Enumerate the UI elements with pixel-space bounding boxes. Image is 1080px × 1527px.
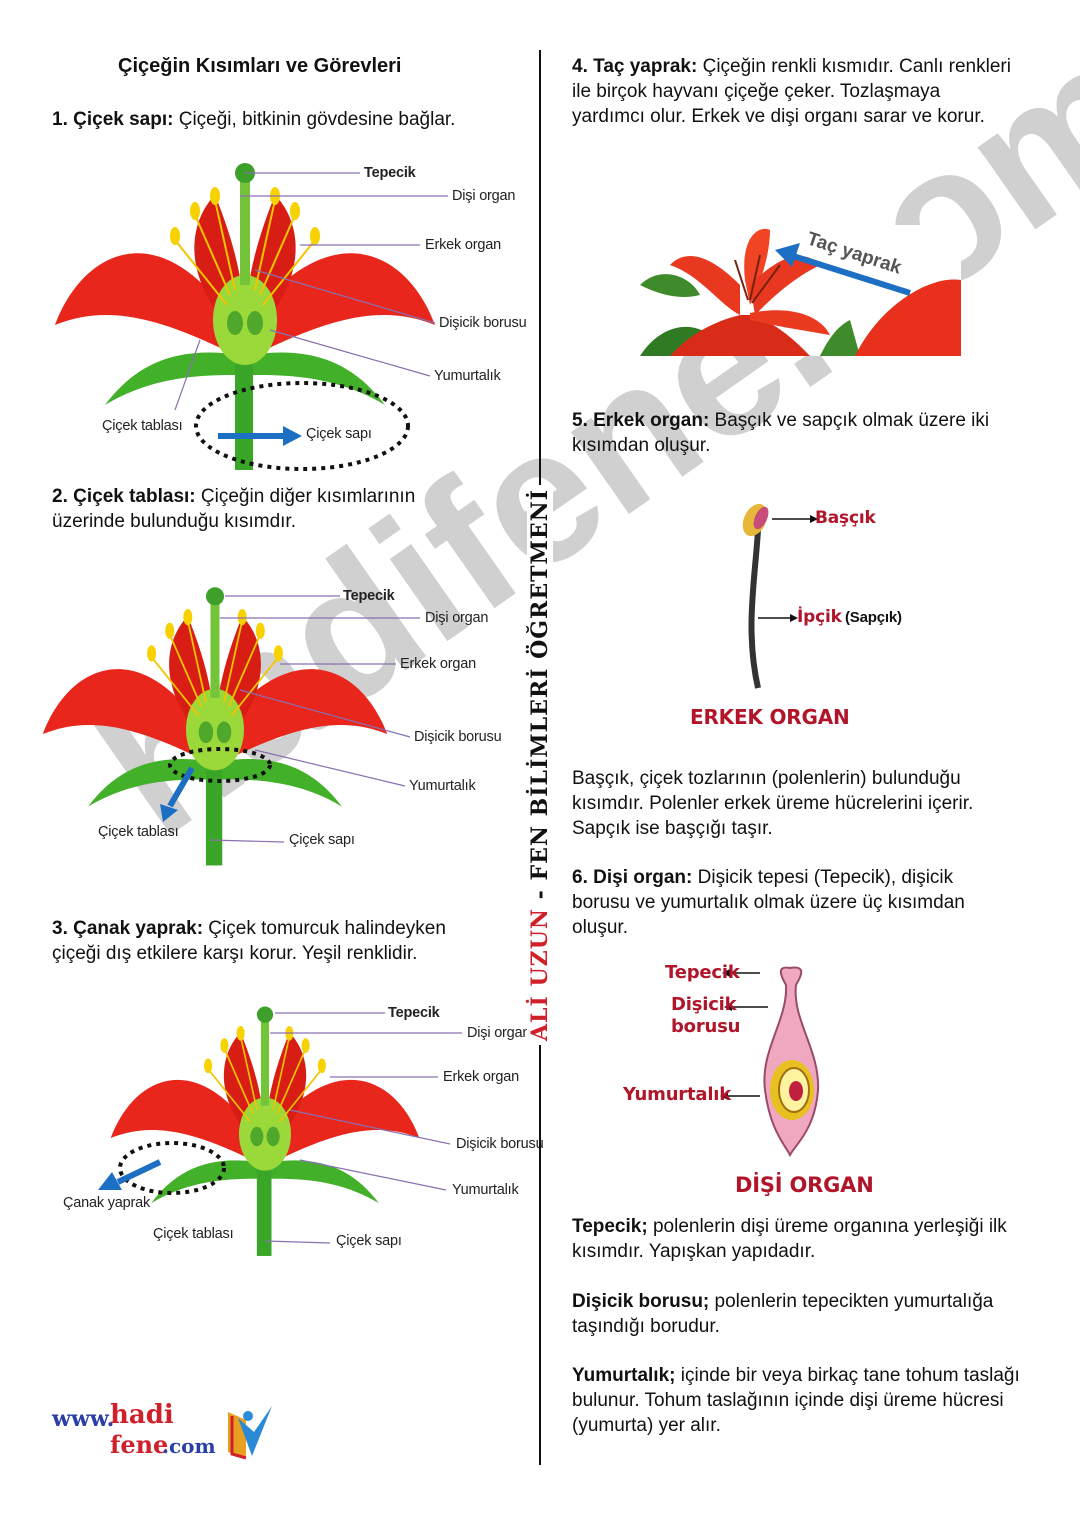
section-tac-yaprak: 4. Taç yaprak: Çiçeğin renkli kısmıdır. … (572, 54, 1012, 129)
definition: içinde bir veya birkaç tane tohum taslağ… (572, 1365, 1020, 1436)
highlight-circle (118, 1141, 226, 1195)
label-yumurtalik: Yumurtalık (452, 1182, 519, 1198)
bascik-description: Başçık, çiçek tozlarının (polenlerin) bu… (572, 768, 974, 839)
tac-yaprak-photo: Taç yaprak (640, 225, 961, 356)
term: 6. Dişi organ: (572, 867, 693, 888)
definition: polenlerin dişi üreme organına yerleşiği… (572, 1216, 1007, 1262)
definition: Başçık ve sapçık olmak üzere iki kısımda… (572, 410, 990, 456)
highlight-circle (194, 381, 410, 471)
label-bascik: Başçık (815, 508, 876, 528)
section-cicek-sapi: 1. Çiçek sapı: Çiçeği, bitkinin gövdesin… (52, 107, 522, 132)
label-erkek-organ: Erkek organ (443, 1069, 519, 1085)
label-disi-organ: Dişi organ (467, 1025, 531, 1041)
book-logo-icon (228, 1406, 272, 1460)
label-tepecik: Tepecik (388, 1005, 440, 1021)
label-cicek-sapi: Çiçek sapı (289, 832, 355, 848)
term: 2. Çiçek tablası: (52, 486, 196, 507)
definition: Çiçeğin renkli kısmıdır. Canlı renkleri … (572, 56, 1011, 127)
logo-hadi: hadi (110, 1400, 174, 1430)
label-cicek-tablasi: Çiçek tablası (153, 1226, 234, 1242)
term: Yumurtalık; (572, 1365, 676, 1386)
author-name: ALİ UZUN (527, 907, 553, 1042)
section-erkek-organ: 5. Erkek organ: Başçık ve sapçık olmak ü… (572, 408, 1022, 458)
label-sapcik: (Sapçık) (845, 609, 902, 626)
leader-lines (160, 595, 420, 843)
label-disicik-borusu: Dişicik borusu (456, 1136, 544, 1152)
label-tepecik: Tepecik (343, 588, 395, 604)
logo-www: www. (52, 1406, 115, 1432)
label-disicik-borusu: Dişicik borusu (414, 729, 502, 745)
leader-lines (98, 1012, 462, 1244)
label-erkek-organ: Erkek organ (400, 656, 476, 672)
pistil-illustration (720, 966, 820, 1158)
section-canak-yaprak: 3. Çanak yaprak: Çiçek tomurcuk halindey… (52, 916, 482, 966)
term: Tepecik; (572, 1216, 648, 1237)
definition: Çiçeğin diğer kısımlarının üzerinde bulu… (52, 486, 416, 532)
label-tepecik: Tepecik (665, 962, 740, 983)
arrow-icon (98, 1172, 122, 1190)
definition: Çiçek tomurcuk halindeyken çiçeği dış et… (52, 918, 446, 964)
term: 5. Erkek organ: (572, 410, 710, 431)
label-cicek-tablasi: Çiçek tablası (98, 824, 179, 840)
label-yumurtalik: Yumurtalık (623, 1084, 732, 1105)
page-title: Çiçeğin Kısımları ve Görevleri (118, 55, 402, 77)
label-disi-organ: Dişi organ (452, 188, 516, 204)
term: 3. Çanak yaprak: (52, 918, 204, 939)
arrow-icon (283, 426, 302, 446)
definition: Dişicik tepesi (Tepecik), dişicik borusu… (572, 867, 965, 938)
definition: Çiçeği, bitkinin gövdesine bağlar. (173, 109, 456, 130)
label-disicik: Dişicik (671, 994, 737, 1015)
author-credit: ALİ UZUN - FEN BİLİMLERİ ÖĞRETMENİ (527, 484, 553, 1046)
label-tepecik: Tepecik (364, 165, 416, 181)
definition: polenlerin tepecikten yumurtalığa taşınd… (572, 1291, 994, 1337)
label-yumurtalik: Yumurtalık (434, 368, 501, 384)
label-borusu: borusu (671, 1016, 741, 1037)
separator: - (527, 880, 553, 908)
logo-com: .com (162, 1434, 216, 1458)
highlight-circle (168, 747, 272, 783)
leader-lines (174, 172, 448, 471)
arrow-icon (160, 804, 178, 822)
logo-fene: fene (110, 1430, 169, 1459)
disi-organ-title: DİŞİ ORGAN (735, 1173, 874, 1197)
term: 1. Çiçek sapı: (52, 109, 174, 130)
term: Dişicik borusu; (572, 1291, 710, 1312)
label-cicek-tablasi: Çiçek tablası (102, 418, 183, 434)
stamen-illustration (742, 503, 818, 689)
label-disicik-borusu: Dişicik borusu (439, 315, 527, 331)
disicik-borusu-description: Dişicik borusu; polenlerin tepecikten yu… (572, 1289, 1022, 1339)
term: 4. Taç yaprak: (572, 56, 698, 77)
yumurtalik-description: Yumurtalık; içinde bir veya birkaç tane … (572, 1363, 1032, 1438)
section-disi-organ: 6. Dişi organ: Dişicik tepesi (Tepecik),… (572, 865, 1012, 940)
author-role: FEN BİLİMLERİ ÖĞRETMENİ (527, 488, 553, 881)
label-erkek-organ: Erkek organ (425, 237, 501, 253)
arrow-icon (775, 243, 800, 267)
label-yumurtalik: Yumurtalık (409, 778, 476, 794)
label-ipcik: İpçik (797, 607, 842, 627)
label-cicek-sapi: Çiçek sapı (306, 426, 372, 442)
erkek-organ-title: ERKEK ORGAN (690, 705, 850, 729)
label-cicek-sapi: Çiçek sapı (336, 1233, 402, 1249)
label-disi-organ: Dişi organ (425, 610, 489, 626)
tepecik-description: Tepecik; polenlerin dişi üreme organına … (572, 1214, 1022, 1264)
section-cicek-tablasi: 2. Çiçek tablası: Çiçeğin diğer kısımlar… (52, 484, 492, 534)
label-canak-yaprak: Çanak yaprak (63, 1195, 151, 1211)
